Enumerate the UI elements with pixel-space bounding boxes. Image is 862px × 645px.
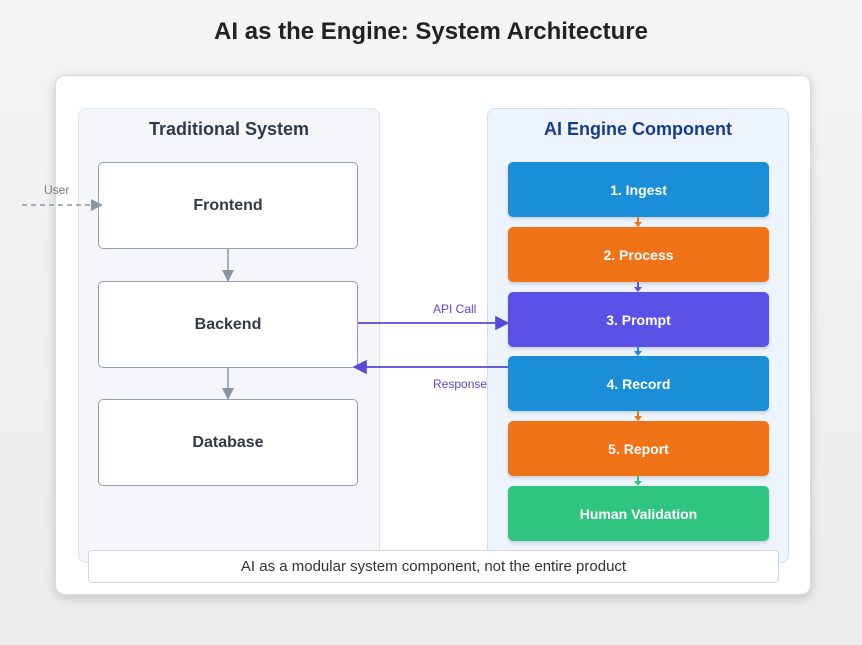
step-process: 2. Process xyxy=(508,227,769,282)
response-label: Response xyxy=(433,377,488,391)
step-human-validation: Human Validation xyxy=(508,486,769,541)
diagram-title: AI as the Engine: System Architecture xyxy=(214,18,648,45)
step-record: 4. Record xyxy=(508,356,769,411)
traditional-system-title: Traditional System xyxy=(148,119,310,139)
ai-engine-title: AI Engine Component xyxy=(544,119,732,139)
api-call-label: API Call xyxy=(433,302,477,316)
frontend-box: Frontend xyxy=(98,162,358,249)
step-prompt: 3. Prompt xyxy=(508,292,769,347)
step-ingest: 1. Ingest xyxy=(508,162,769,217)
caption-box: AI as a modular system component, not th… xyxy=(88,550,779,583)
user-label: User xyxy=(44,183,70,197)
backend-box: Backend xyxy=(98,281,358,368)
step-report: 5. Report xyxy=(508,421,769,476)
database-box: Database xyxy=(98,399,358,486)
